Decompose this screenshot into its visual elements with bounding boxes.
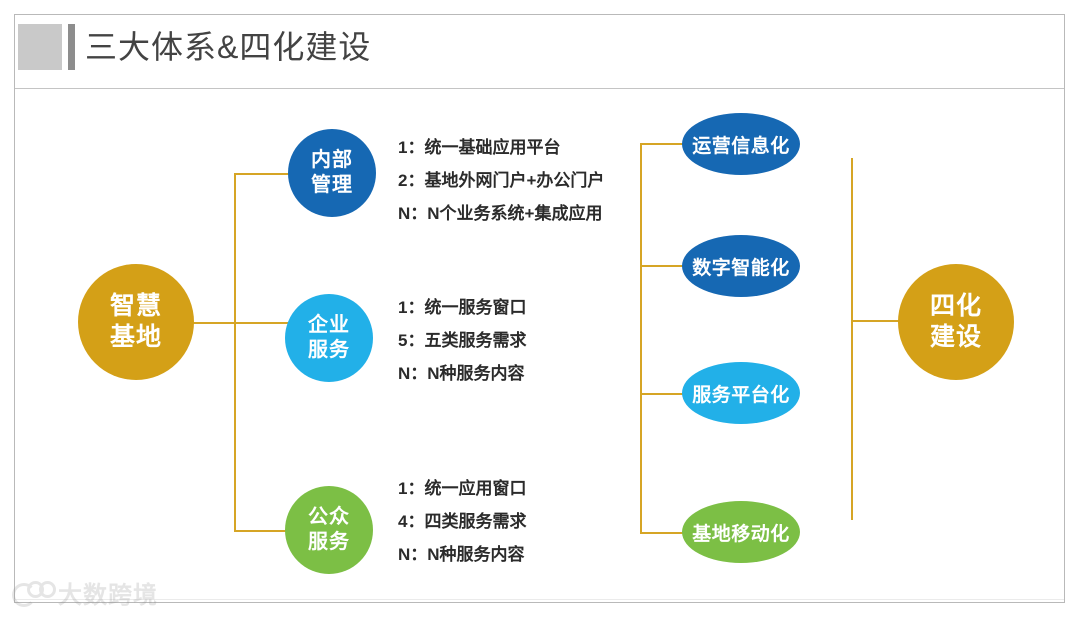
detail-line: 4：四类服务需求 xyxy=(398,512,527,531)
node-public-service-label-2: 服务 xyxy=(308,531,350,553)
node-internal-management[interactable]: 内部 管理 xyxy=(288,129,376,217)
connector-branch-operation xyxy=(640,143,692,145)
detail-line: 1：统一基础应用平台 xyxy=(398,138,561,157)
connector-branch-digital xyxy=(640,265,692,267)
connector-branch-public xyxy=(234,530,291,532)
node-internal-management-label-1: 内部 xyxy=(311,149,353,171)
header-divider xyxy=(15,88,1064,89)
details-public-service: 1：统一应用窗口 4：四类服务需求 N：N种服务内容 xyxy=(398,472,526,571)
node-enterprise-service[interactable]: 企业 服务 xyxy=(285,294,373,382)
title-swatch-icon xyxy=(18,24,62,70)
node-smart-base-label-1: 智慧 xyxy=(109,291,162,320)
detail-line: N：N种服务内容 xyxy=(398,545,525,564)
node-digital-intelligence[interactable]: 数字智能化 xyxy=(682,235,800,297)
node-public-service-label-1: 公众 xyxy=(308,506,350,528)
node-four-modernizations[interactable]: 四化 建设 xyxy=(898,264,1014,380)
node-service-platformization[interactable]: 服务平台化 xyxy=(682,362,800,424)
details-internal-management: 1：统一基础应用平台 2：基地外网门户+办公门户 N：N个业务系统+集成应用 xyxy=(398,131,604,230)
node-four-modernizations-label-1: 四化 xyxy=(929,291,982,320)
node-smart-base-label-2: 基地 xyxy=(109,323,162,351)
details-enterprise-service: 1：统一服务窗口 5：五类服务需求 N：N种服务内容 xyxy=(398,291,526,390)
node-internal-management-label-2: 管理 xyxy=(311,174,353,196)
node-operation-informatization[interactable]: 运营信息化 xyxy=(682,113,800,175)
detail-line: 2：基地外网门户+办公门户 xyxy=(398,171,605,190)
node-service-platformization-label: 服务平台化 xyxy=(692,384,790,406)
node-base-mobilization[interactable]: 基地移动化 xyxy=(682,501,800,563)
connector-branch-internal xyxy=(234,173,295,175)
detail-line: 5：五类服务需求 xyxy=(398,331,527,350)
connector-branch-platform xyxy=(640,393,692,395)
node-public-service[interactable]: 公众 服务 xyxy=(285,486,373,574)
node-four-modernizations-label-2: 建设 xyxy=(929,323,982,351)
connector-middle-spine xyxy=(640,143,642,533)
node-enterprise-service-label-2: 服务 xyxy=(308,339,350,361)
node-digital-intelligence-label: 数字智能化 xyxy=(692,257,790,279)
connector-left-spine xyxy=(234,173,236,532)
title-accent-bar-icon xyxy=(68,24,75,70)
detail-line: N：N种服务内容 xyxy=(398,364,525,383)
detail-line: 1：统一服务窗口 xyxy=(398,298,527,317)
detail-line: 1：统一应用窗口 xyxy=(398,479,527,498)
connector-branch-enterprise xyxy=(234,322,291,324)
detail-line: N：N个业务系统+集成应用 xyxy=(398,204,603,223)
footer-divider xyxy=(14,599,1064,600)
node-smart-base[interactable]: 智慧 基地 xyxy=(78,264,194,380)
node-operation-informatization-label: 运营信息化 xyxy=(692,135,790,157)
watermark: 大数跨境 xyxy=(12,575,158,610)
page-title: 三大体系&四化建设 xyxy=(85,29,372,65)
watermark-label: 大数跨境 xyxy=(58,582,158,609)
connector-right-spine xyxy=(851,158,853,520)
slide-header: 三大体系&四化建设 xyxy=(18,24,371,70)
connector-goal-stem xyxy=(851,320,903,322)
node-enterprise-service-label-1: 企业 xyxy=(308,314,350,336)
rings-logo-icon xyxy=(12,580,56,607)
connector-branch-mobile xyxy=(640,532,692,534)
node-base-mobilization-label: 基地移动化 xyxy=(692,523,790,545)
connector-root-stem xyxy=(191,322,236,324)
